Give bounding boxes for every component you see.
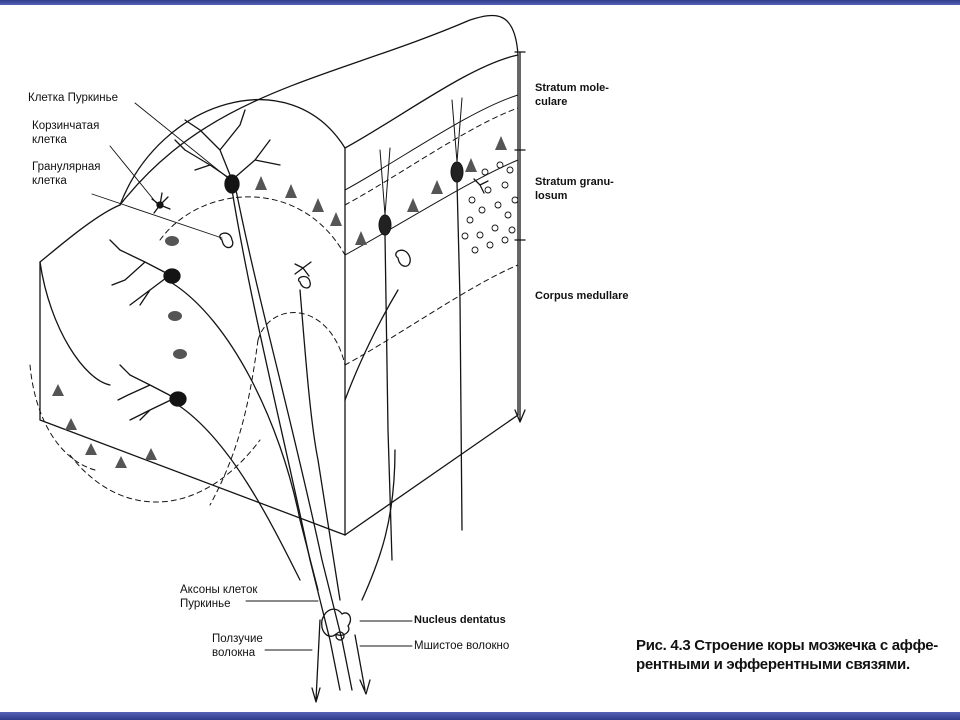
label-stratum-granulosum-line1: Stratum granu- [535, 176, 614, 188]
label-purkinje-axons-line1: Аксоны клеток [180, 584, 258, 596]
purkinje-dendrite-low [117, 364, 187, 421]
layer-bracket [514, 51, 526, 423]
bottom-border-bar [0, 712, 960, 720]
granule-cell-small [219, 178, 489, 289]
label-granule-cell-line1: Гранулярная [32, 161, 101, 173]
top-border-bar [0, 0, 960, 5]
purkinje-cells-face [378, 97, 464, 236]
nucleus-dentatus-sketch [321, 608, 352, 641]
caption-line2: рентными и эфферентными связями. [636, 656, 910, 673]
basket-cell [151, 192, 171, 214]
label-purkinje-axons-line2: Пуркинье [180, 598, 231, 610]
fibers [171, 181, 463, 703]
label-basket-cell-line2: клетка [32, 134, 67, 146]
label-mossy-fiber: Мшистое волокно [414, 640, 510, 652]
label-climbing-fibers-line2: волокна [212, 647, 256, 659]
label-nucleus-dentatus: Nucleus dentatus [414, 614, 506, 626]
figure-caption: Рис. 4.3 Строение коры мозжечка с аффе- … [636, 636, 956, 674]
label-granule-cell-line2: клетка [32, 175, 67, 187]
label-stratum-moleculare-line2: culare [535, 96, 568, 108]
label-stratum-moleculare-line1: Stratum mole- [535, 82, 609, 94]
purkinje-dendrite-mid [109, 239, 181, 306]
granule-spots [52, 136, 507, 468]
label-purkinje-cell: Клетка Пуркинье [28, 92, 119, 104]
granule-layer-dots [461, 161, 519, 254]
cortex-block-outline [39, 14, 519, 536]
purkinje-dendrite-large [174, 109, 281, 194]
label-climbing-fibers-line1: Ползучие [212, 633, 263, 645]
leader-lines [91, 102, 413, 651]
label-basket-cell-line1: Корзинчатая [32, 120, 100, 132]
caption-line1: Рис. 4.3 Строение коры мозжечка с аффе- [636, 637, 938, 654]
label-stratum-granulosum-line2: losum [535, 190, 568, 202]
label-corpus-medullare: Corpus medullare [535, 290, 629, 302]
